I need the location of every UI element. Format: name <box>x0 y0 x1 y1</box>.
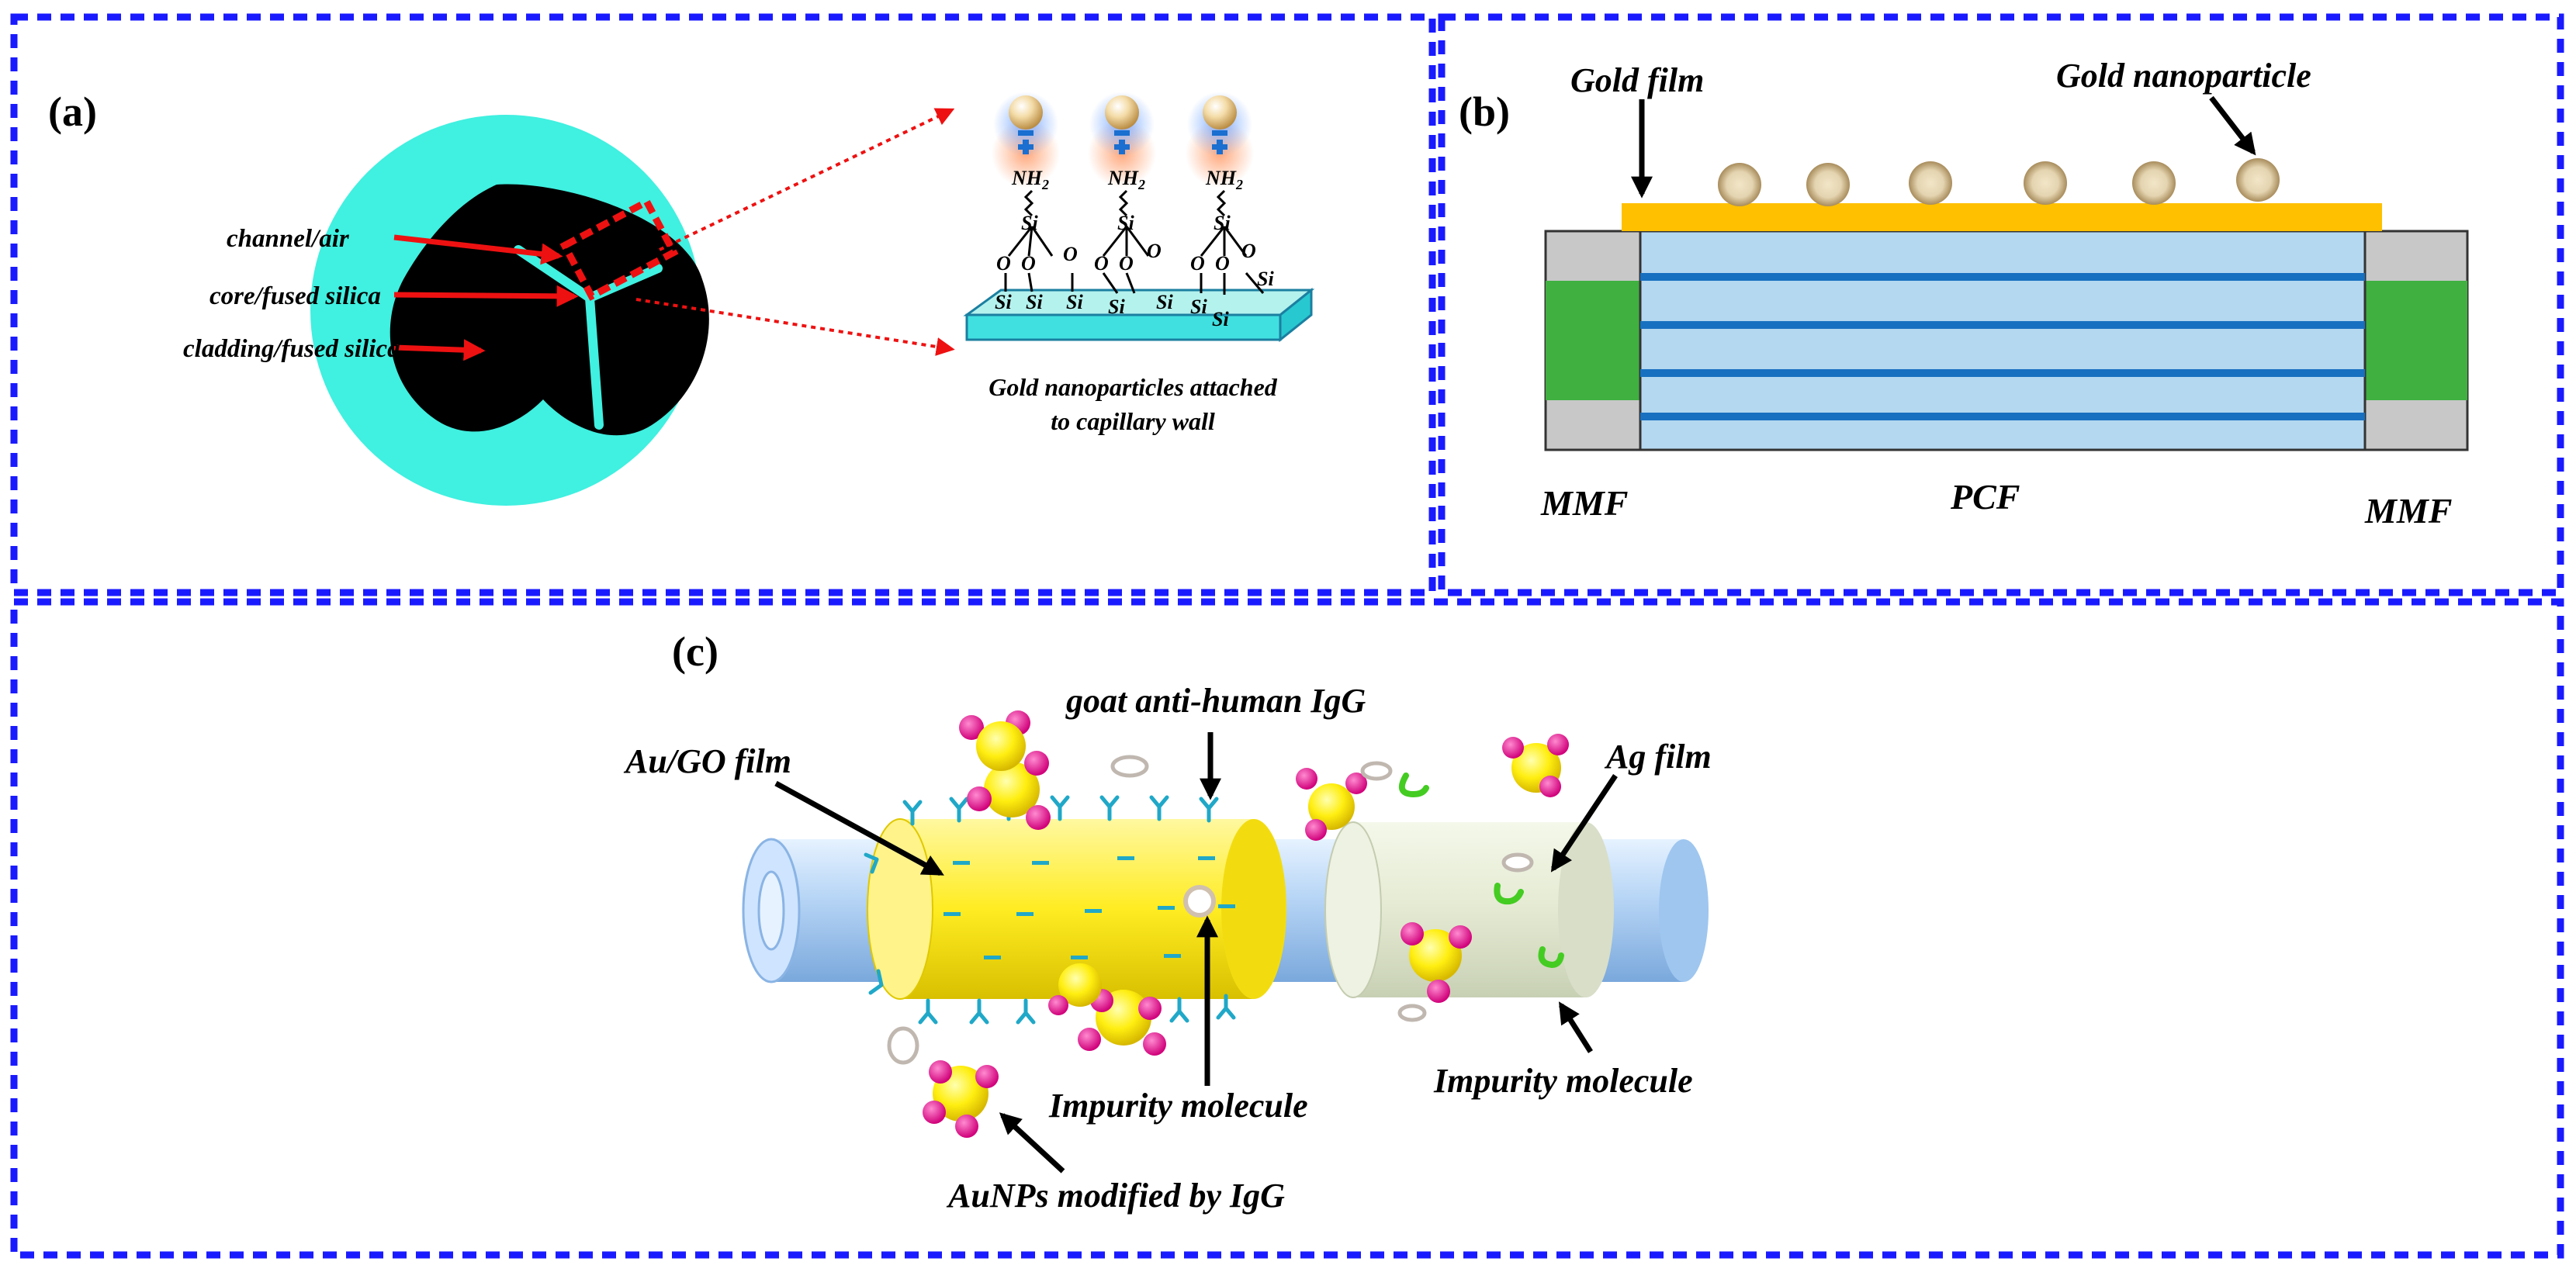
channel-label: channel/air <box>227 225 350 253</box>
gold-film-label: Gold film <box>1570 61 1704 99</box>
svg-text:O: O <box>1063 243 1078 265</box>
capillary-wall-slab <box>963 287 1315 343</box>
au-go-film-label: Au/GO film <box>623 742 791 780</box>
core-label: core/fused silica <box>209 282 381 310</box>
panel-c: (c) <box>623 628 1712 1215</box>
mmf-left-label: MMF <box>1540 483 1628 523</box>
svg-text:O: O <box>1094 252 1109 275</box>
aunp-cluster-1 <box>959 710 1051 830</box>
gold-nanoparticle-1 <box>992 92 1060 188</box>
svg-text:Si: Si <box>1190 296 1207 318</box>
mmf-right-label: MMF <box>2364 491 2452 531</box>
panel-a-caption-line1: Gold nanoparticles attached <box>989 373 1278 401</box>
gold-nanoparticle-3 <box>1186 92 1254 188</box>
panel-b-arrows <box>1631 95 2256 199</box>
panel-a-arrows <box>393 234 579 361</box>
panel-b-label: (b) <box>1459 88 1510 135</box>
aunp-cluster-7 <box>923 1060 999 1138</box>
svg-text:O: O <box>996 252 1011 275</box>
antibody-label: goat anti-human IgG <box>1065 682 1366 720</box>
aunp-cluster-6 <box>1048 963 1102 1015</box>
zoom-lines <box>635 108 955 356</box>
gold-nanoparticle-2 <box>1088 92 1156 188</box>
aunp-cluster-5 <box>1078 989 1166 1056</box>
panel-a: (a) channel/air core/fused silica claddi… <box>48 88 1315 506</box>
panel-c-label: (c) <box>672 628 718 675</box>
svg-text:O: O <box>1119 252 1134 275</box>
gold-nanoparticles <box>1718 158 2280 206</box>
svg-text:NH2: NH2 <box>1205 167 1243 192</box>
svg-text:Si: Si <box>1021 212 1038 234</box>
pcf-air-holes <box>1640 273 2365 420</box>
svg-text:Si: Si <box>1117 212 1134 234</box>
svg-text:Si: Si <box>1257 268 1274 290</box>
aunp-cluster-3 <box>1502 734 1569 797</box>
svg-text:Si: Si <box>1212 308 1229 330</box>
svg-text:Si: Si <box>1026 291 1043 313</box>
aunp-cluster-2 <box>1296 768 1367 841</box>
panel-a-label: (a) <box>48 88 97 135</box>
impurity-label-right: Impurity molecule <box>1433 1062 1693 1100</box>
svg-text:Si: Si <box>1156 291 1173 313</box>
svg-text:Si: Si <box>1108 296 1125 318</box>
pcf-label: PCF <box>1950 477 2020 517</box>
mmf-left-core <box>1546 281 1640 400</box>
panel-borders <box>10 13 2564 1259</box>
panel-c-border <box>10 598 2564 1259</box>
svg-text:Si: Si <box>995 291 1012 313</box>
svg-text:O: O <box>1215 252 1230 275</box>
svg-text:NH2: NH2 <box>1107 167 1145 192</box>
svg-text:O: O <box>1147 240 1162 262</box>
aunp-cluster-4 <box>1401 922 1472 1003</box>
svg-text:O: O <box>1021 252 1036 275</box>
ag-film-label: Ag film <box>1604 738 1712 776</box>
svg-text:O: O <box>1241 240 1256 262</box>
mmf-right-core <box>2365 281 2467 400</box>
gold-film <box>1622 203 2382 231</box>
zoom-region-box <box>559 197 679 301</box>
gold-nanoparticle-label: Gold nanoparticle <box>2056 57 2311 95</box>
panel-b-border <box>1438 13 2564 596</box>
impurity-hooks <box>1398 773 1564 969</box>
svg-text:Si: Si <box>1066 291 1083 313</box>
svg-text:O: O <box>1190 252 1205 275</box>
chemistry-labels: NH2 NH2 NH2 Si Si Si O O O O O O O O O S… <box>995 167 1274 330</box>
surface-chemistry <box>1004 189 1265 295</box>
impurity-label-center: Impurity molecule <box>1048 1087 1308 1125</box>
cladding-label: cladding/fused silica <box>183 335 400 363</box>
panel-a-caption-line2: to capillary wall <box>1051 407 1215 435</box>
panel-b: (b) Gold film Gol <box>1459 57 2469 531</box>
panel-c-arrows <box>774 732 1618 1173</box>
svg-text:NH2: NH2 <box>1011 167 1049 192</box>
ag-film <box>1324 821 1614 998</box>
impurity-rings <box>887 755 1534 1065</box>
svg-text:Si: Si <box>1214 212 1231 234</box>
aunp-label: AuNPs modified by IgG <box>946 1177 1285 1215</box>
panel-a-border <box>10 13 1436 596</box>
